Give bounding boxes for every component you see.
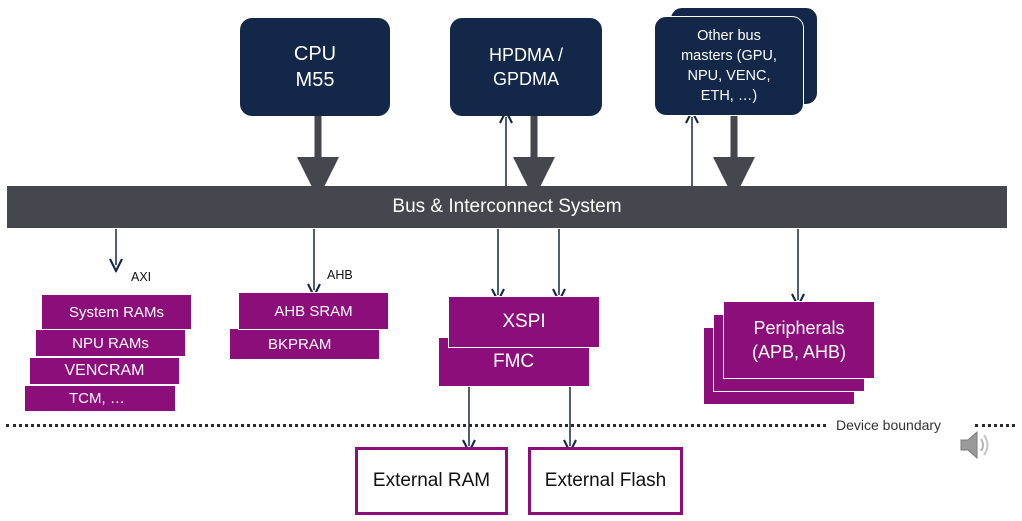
other-line-4: ETH, …)	[700, 88, 758, 104]
peripherals-line-2: (APB, AHB)	[751, 342, 847, 362]
peripherals-line-1: Peripherals	[753, 318, 845, 338]
system-rams-label: System RAMs	[68, 303, 164, 321]
dma-box: HPDMA / GPDMA	[450, 18, 602, 116]
other-line-2: masters (GPU,	[681, 48, 777, 64]
xspi-label: XSPI	[502, 311, 546, 332]
vencram-box: VENCRAM	[29, 357, 180, 385]
other-line-3: NPU, VENC,	[687, 68, 771, 84]
axi-label: AXI	[131, 270, 152, 284]
external-flash-box: External Flash	[528, 447, 683, 515]
ahb-sram-box: AHB SRAM	[238, 292, 389, 330]
xspi-box: XSPI	[448, 296, 600, 348]
vencram-label: VENCRAM	[64, 362, 145, 379]
cpu-line-1: CPU	[293, 43, 337, 65]
cpu-line-2: M55	[295, 69, 335, 91]
device-boundary-line-end	[975, 424, 1015, 427]
ahb-sram-label: AHB SRAM	[274, 302, 353, 320]
external-ram-label: External RAM	[372, 470, 491, 491]
npu-rams-box: NPU RAMs	[35, 329, 186, 357]
cpu-box: CPU M55	[240, 18, 390, 116]
device-boundary-label: Device boundary	[836, 417, 942, 433]
other-masters-box: Other bus masters (GPU, NPU, VENC, ETH, …	[654, 16, 804, 116]
device-boundary-line	[6, 424, 826, 427]
tcm-label: TCM, …	[69, 390, 125, 407]
npu-rams-label: NPU RAMs	[72, 334, 149, 352]
system-rams-box: System RAMs	[41, 294, 192, 330]
tcm-box: TCM, …	[24, 385, 176, 412]
external-ram-box: External RAM	[355, 447, 508, 515]
bkpram-label: BKPRAM	[268, 335, 332, 353]
ahb-label: AHB	[327, 268, 353, 282]
peripherals-box: Peripherals (APB, AHB)	[723, 301, 875, 379]
dma-line-2: GPDMA	[492, 69, 559, 89]
fmc-label: FMC	[493, 351, 535, 372]
bkpram-box: BKPRAM	[229, 328, 380, 360]
bus-interconnect: Bus & Interconnect System	[7, 186, 1007, 228]
other-line-1: Other bus	[697, 28, 761, 44]
speaker-icon[interactable]	[955, 425, 995, 465]
dma-line-1: HPDMA /	[488, 45, 563, 65]
external-flash-label: External Flash	[544, 470, 667, 491]
